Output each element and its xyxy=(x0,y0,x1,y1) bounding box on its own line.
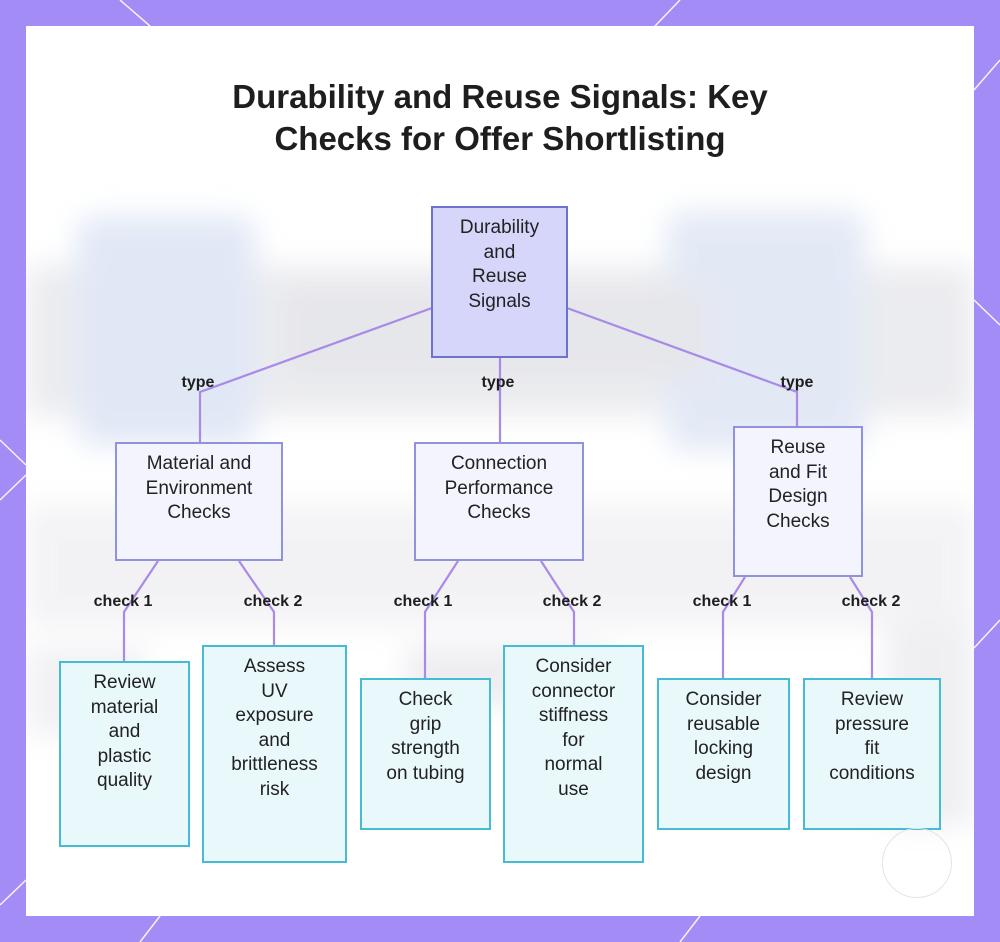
check-label: Consider reusable locking design xyxy=(685,689,762,784)
category-label: Reuse and Fit Design Checks xyxy=(766,437,830,532)
category-node-connection-performance: Connection Performance Checks xyxy=(414,442,584,561)
title-line-2: Checks for Offer Shortlisting xyxy=(274,120,726,157)
connector-root-cat3 xyxy=(566,306,799,426)
edge-label-check-1-2: check 2 xyxy=(243,593,303,610)
check-node-assess-uv: Assess UV exposure and brittleness risk xyxy=(202,645,347,863)
check-node-connector-stiffness: Consider connector stiffness for normal … xyxy=(503,645,644,863)
check-node-pressure-fit: Review pressure fit conditions xyxy=(803,678,941,830)
connector-cat3-check2 xyxy=(849,576,874,678)
check-label: Review pressure fit conditions xyxy=(829,689,915,784)
root-node-label: Durability and Reuse Signals xyxy=(459,217,540,312)
root-node: Durability and Reuse Signals xyxy=(431,206,568,358)
check-node-review-material: Review material and plastic quality xyxy=(59,661,190,847)
check-label: Consider connector stiffness for normal … xyxy=(531,656,616,800)
connector-cat1-check2 xyxy=(238,560,276,645)
edge-label-type-3: type xyxy=(780,374,814,391)
edge-label-type-2: type xyxy=(481,374,515,391)
check-node-grip-strength: Check grip strength on tubing xyxy=(360,678,491,830)
check-node-reusable-locking: Consider reusable locking design xyxy=(657,678,790,830)
edge-label-check-2-1: check 1 xyxy=(393,593,453,610)
watermark-badge xyxy=(882,828,952,898)
edge-label-check-1-1: check 1 xyxy=(93,593,153,610)
connector-root-cat1 xyxy=(198,306,433,442)
connector-cat2-check2 xyxy=(540,560,576,645)
page-title: Durability and Reuse Signals: Key Checks… xyxy=(0,76,1000,160)
check-label: Check grip strength on tubing xyxy=(386,689,465,784)
connector-cat2-check1 xyxy=(423,560,459,678)
connector-cat3-check1 xyxy=(721,576,746,678)
edge-label-check-3-2: check 2 xyxy=(841,593,901,610)
category-label: Material and Environment Checks xyxy=(145,453,253,523)
connector-cat1-check1 xyxy=(122,560,159,661)
category-label: Connection Performance Checks xyxy=(444,453,554,523)
check-label: Assess UV exposure and brittleness risk xyxy=(231,656,318,800)
edge-label-check-3-1: check 1 xyxy=(692,593,752,610)
category-node-material-environment: Material and Environment Checks xyxy=(115,442,283,561)
check-label: Review material and plastic quality xyxy=(90,672,159,791)
category-node-reuse-fit-design: Reuse and Fit Design Checks xyxy=(733,426,863,577)
edge-label-check-2-2: check 2 xyxy=(542,593,602,610)
title-line-1: Durability and Reuse Signals: Key xyxy=(232,78,768,115)
edge-label-type-1: type xyxy=(181,374,215,391)
